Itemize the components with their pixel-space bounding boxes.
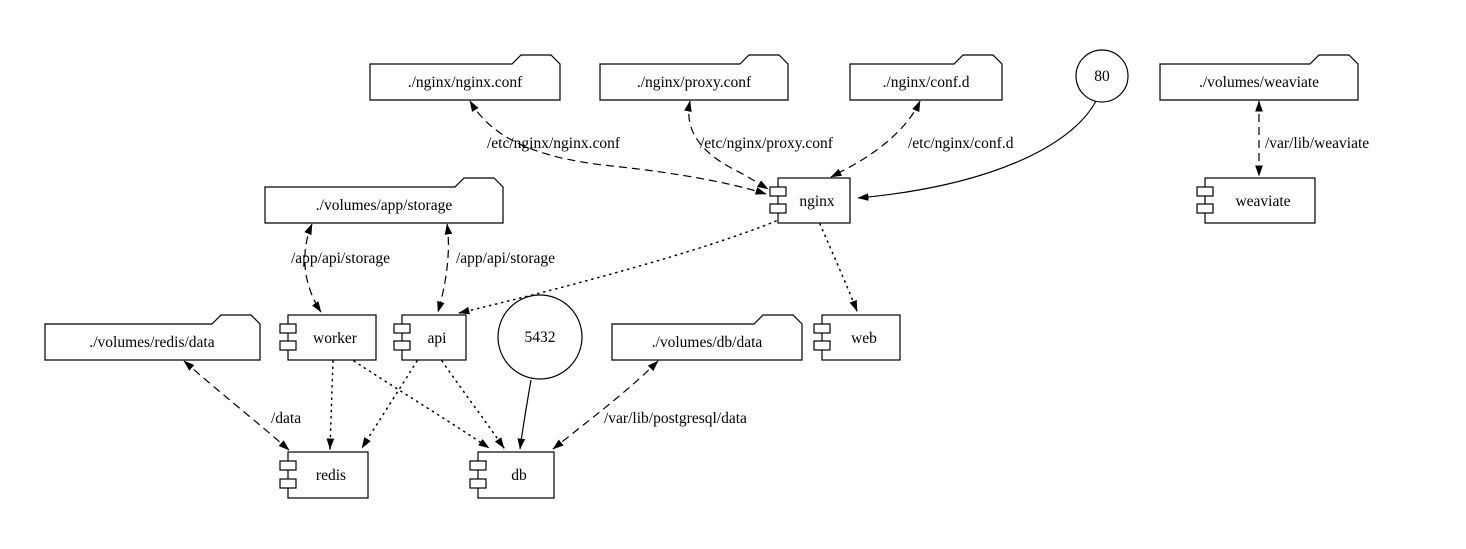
edge-worker-db (353, 360, 490, 449)
edge-label-nginx-conf: /etc/nginx/nginx.conf (487, 135, 621, 152)
component-tab-icon (813, 340, 831, 351)
edge-api-redis (361, 360, 418, 449)
edge-nginx-api (458, 220, 777, 315)
component-tab-icon (393, 323, 411, 334)
port-circle (497, 294, 583, 380)
node-label: worker (313, 330, 358, 347)
folder-icon (264, 177, 504, 224)
component-box (1204, 177, 1316, 224)
component-tab-icon (279, 478, 297, 489)
edge-redis-data-mount (183, 360, 290, 451)
edge-nginx-web (819, 223, 858, 312)
folder-icon (849, 54, 1003, 101)
component-tab-icon (279, 340, 297, 351)
edge-label-weaviate: /var/lib/weaviate (1265, 135, 1369, 152)
node-port-5432: 5432 (497, 294, 583, 380)
component-tab-icon (769, 186, 787, 197)
node-label: web (851, 330, 877, 347)
node-nginx-conf-folder: ./nginx/nginx.conf (369, 54, 561, 101)
component-tab-icon (469, 478, 487, 489)
node-label: ./nginx/conf.d (883, 74, 970, 91)
node-label: ./nginx/nginx.conf (408, 74, 523, 91)
edge-api-storage-mount (437, 223, 453, 313)
edge-worker-redis (326, 360, 335, 450)
folder-icon (599, 54, 789, 101)
node-label: weaviate (1235, 193, 1290, 210)
edge-db-data-mount (552, 360, 659, 450)
folder-icon (1159, 54, 1359, 101)
folder-icon (369, 54, 561, 101)
node-redis-service: redis (279, 451, 369, 499)
component-tab-icon (1196, 186, 1214, 197)
node-conf-d-folder: ./nginx/conf.d (849, 54, 1003, 101)
node-label: ./volumes/db/data (652, 334, 763, 351)
node-proxy-conf-folder: ./nginx/proxy.conf (599, 54, 789, 101)
node-label: ./volumes/redis/data (89, 334, 214, 351)
edges (183, 100, 1263, 451)
node-app-storage-folder: ./volumes/app/storage (264, 177, 504, 224)
component-tab-icon (469, 460, 487, 471)
node-label: ./volumes/weaviate (1199, 74, 1319, 91)
edge-port-5432 (517, 379, 532, 450)
folder-icon (611, 314, 803, 361)
edge-label-worker-storage: /app/api/storage (291, 250, 390, 267)
edge-labels: /etc/nginx/nginx.conf /etc/nginx/proxy.c… (271, 135, 1369, 427)
edge-label-redis-data: /data (271, 410, 301, 427)
edge-port-80 (857, 100, 1097, 201)
node-label: redis (316, 467, 346, 484)
component-tab-icon (1196, 203, 1214, 214)
node-db-data-folder: ./volumes/db/data (611, 314, 803, 361)
component-box (287, 451, 369, 499)
component-tab-icon (393, 340, 411, 351)
node-worker-service: worker (279, 314, 377, 361)
edge-label-proxy-conf: /etc/nginx/proxy.conf (700, 135, 834, 152)
component-tab-icon (813, 323, 831, 334)
node-redis-data-folder: ./volumes/redis/data (44, 314, 261, 361)
node-label: 80 (1094, 68, 1110, 85)
component-tab-icon (279, 460, 297, 471)
node-label: ./nginx/proxy.conf (637, 74, 752, 91)
component-box (777, 177, 851, 224)
component-tab-icon (769, 203, 787, 214)
node-label: api (428, 330, 448, 347)
component-box (477, 451, 555, 499)
node-api-service: api (393, 314, 467, 361)
node-port-80: 80 (1075, 49, 1129, 103)
node-db-service: db (469, 451, 555, 499)
node-weaviate-folder: ./volumes/weaviate (1159, 54, 1359, 101)
node-label: db (511, 467, 527, 484)
edge-api-db (441, 360, 505, 449)
node-nginx-service: nginx (769, 177, 851, 224)
node-label: ./volumes/app/storage (316, 197, 453, 214)
component-box (287, 314, 377, 361)
folder-icon (44, 314, 261, 361)
edge-label-db-data: /var/lib/postgresql/data (604, 410, 747, 427)
port-circle (1075, 49, 1129, 103)
edge-worker-storage-mount (304, 223, 322, 313)
node-web-service: web (813, 314, 901, 361)
node-label: nginx (799, 193, 835, 210)
component-tab-icon (279, 323, 297, 334)
edge-label-api-storage: /app/api/storage (456, 250, 555, 267)
node-weaviate-service: weaviate (1196, 177, 1316, 224)
component-box (401, 314, 467, 361)
node-label: 5432 (525, 329, 556, 346)
edge-conf-d-mount (830, 100, 921, 178)
edge-label-conf-d: /etc/nginx/conf.d (908, 135, 1014, 152)
component-box (821, 314, 901, 361)
